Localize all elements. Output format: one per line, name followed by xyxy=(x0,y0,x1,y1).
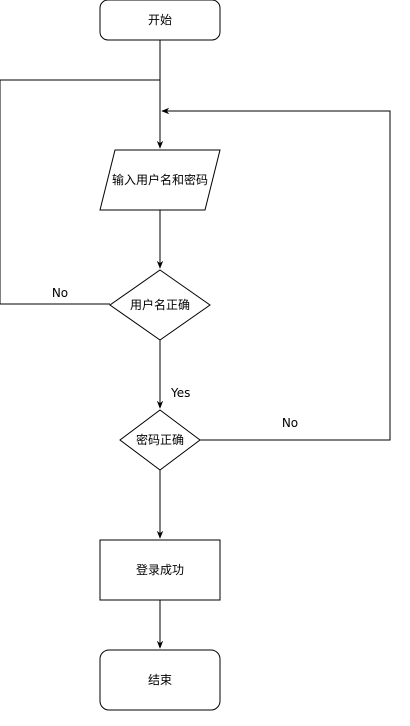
end-label: 结束 xyxy=(148,673,172,687)
input-label: 输入用户名和密码 xyxy=(112,172,208,187)
node-success: 登录成功 xyxy=(99,539,221,601)
node-start: 开始 xyxy=(99,0,221,41)
edges xyxy=(0,40,391,649)
start-terminator-shape xyxy=(99,0,221,41)
start-label: 开始 xyxy=(148,13,172,27)
node-check-password: 密码正确 xyxy=(119,409,201,471)
edge-label-username-no: No xyxy=(52,286,68,300)
edge-password-no xyxy=(161,107,391,441)
edge-username-no xyxy=(0,79,160,305)
input-parallelogram-shape xyxy=(99,149,221,211)
success-process-shape xyxy=(99,539,221,601)
node-input: 输入用户名和密码 xyxy=(99,149,221,211)
check-username-diamond-shape xyxy=(109,269,211,341)
node-end: 结束 xyxy=(99,649,221,711)
check-password-label: 密码正确 xyxy=(136,432,184,447)
edge-label-username-yes: Yes xyxy=(170,386,190,400)
check-username-label: 用户名正确 xyxy=(130,297,190,312)
end-terminator-shape xyxy=(99,649,221,711)
success-label: 登录成功 xyxy=(136,562,184,577)
check-password-diamond-shape xyxy=(119,409,201,471)
edge-label-password-no: No xyxy=(282,416,298,430)
node-check-username: 用户名正确 xyxy=(109,269,211,341)
